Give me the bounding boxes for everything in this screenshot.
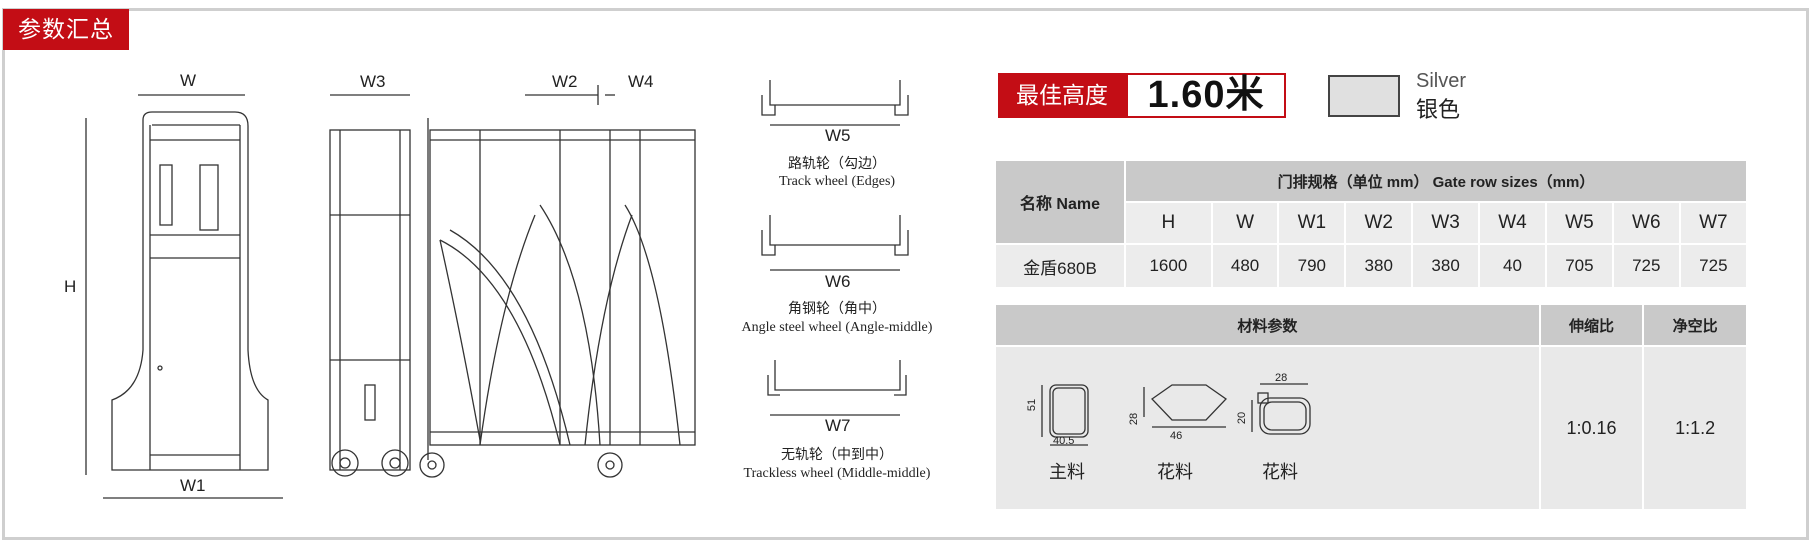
profile-dim: 28 <box>1275 372 1288 384</box>
group-header: 门排规格（单位 mm） Gate row sizes（mm） <box>1126 161 1746 201</box>
table-cell: 380 <box>1346 245 1412 287</box>
table-cell: 380 <box>1413 245 1479 287</box>
material-profiles-drawing <box>1041 384 1269 446</box>
table-cell: 790 <box>1279 245 1345 287</box>
col-header: W2 <box>1346 203 1412 243</box>
clearance-header: 净空比 <box>1644 305 1746 345</box>
name-header: 名称 Name <box>996 161 1124 243</box>
profile-dim: 51 <box>1026 398 1039 412</box>
col-header: W <box>1212 203 1278 243</box>
col-header: W7 <box>1680 203 1746 243</box>
wheel-caption-en: Trackless wheel (Middle-middle) <box>743 466 931 481</box>
section-title: 参数汇总 <box>3 9 129 50</box>
table-cell: 40 <box>1480 245 1545 287</box>
height-badge-label: 最佳高度 <box>998 73 1126 118</box>
material-header: 材料参数 <box>996 305 1539 345</box>
color-name-en: Silver <box>1416 70 1467 92</box>
dim-label-w3: W3 <box>360 72 386 91</box>
profile-caption: 主料 <box>1049 462 1085 482</box>
table-cell: 480 <box>1212 245 1278 287</box>
profile-dim: 20 <box>1236 411 1249 425</box>
col-header: H <box>1126 203 1211 243</box>
profile-dim: 40.5 <box>1053 435 1075 447</box>
wheel-label-w5: W5 <box>825 126 851 145</box>
col-header: W3 <box>1413 203 1479 243</box>
wheel-label-w7: W7 <box>825 416 851 435</box>
dim-label-w2: W2 <box>552 72 578 91</box>
col-header: W6 <box>1613 203 1679 243</box>
wheel-label-w6: W6 <box>825 272 851 291</box>
clearance-ratio: 1:1.2 <box>1644 347 1746 509</box>
spec-table: 名称 Name 门排规格（单位 mm） Gate row sizes（mm） H… <box>994 159 1748 289</box>
dim-label-w4: W4 <box>628 72 654 91</box>
table-row: 金盾680B 1600 480 790 380 380 40 705 725 7… <box>996 245 1746 287</box>
telescopic-ratio: 1:0.16 <box>1540 347 1643 509</box>
dim-label-w1: W1 <box>180 476 206 495</box>
table-cell: 1600 <box>1126 245 1211 287</box>
row-name: 金盾680B <box>996 245 1124 287</box>
wheel-caption-cn: 角钢轮（角中） <box>788 301 886 317</box>
color-name-cn: 银色 <box>1416 97 1461 122</box>
profile-caption: 花料 <box>1157 462 1193 482</box>
dim-label-h: H <box>64 277 77 296</box>
wheel-caption-cn: 无轨轮（中到中） <box>781 447 893 463</box>
dim-label-w: W <box>180 71 197 90</box>
col-header: W5 <box>1546 203 1612 243</box>
wheel-caption-en: Angle steel wheel (Angle-middle) <box>741 320 933 335</box>
table-cell: 725 <box>1680 245 1746 287</box>
col-header: W1 <box>1279 203 1345 243</box>
wheel-caption-cn: 路轨轮（勾边） <box>788 156 886 172</box>
color-swatch <box>1328 75 1400 117</box>
table-cell: 725 <box>1613 245 1679 287</box>
table-cell: 705 <box>1546 245 1612 287</box>
telescopic-header: 伸缩比 <box>1540 305 1643 345</box>
col-header: W4 <box>1480 203 1545 243</box>
profile-dim: 46 <box>1170 430 1183 442</box>
height-badge-value: 1.60米 <box>1126 73 1286 118</box>
content-frame <box>2 8 1809 540</box>
profile-caption: 花料 <box>1262 462 1298 482</box>
material-profile-3-drawing <box>1251 383 1311 435</box>
profile-dim: 28 <box>1128 412 1141 426</box>
wheel-caption-en: Track wheel (Edges) <box>778 174 896 189</box>
